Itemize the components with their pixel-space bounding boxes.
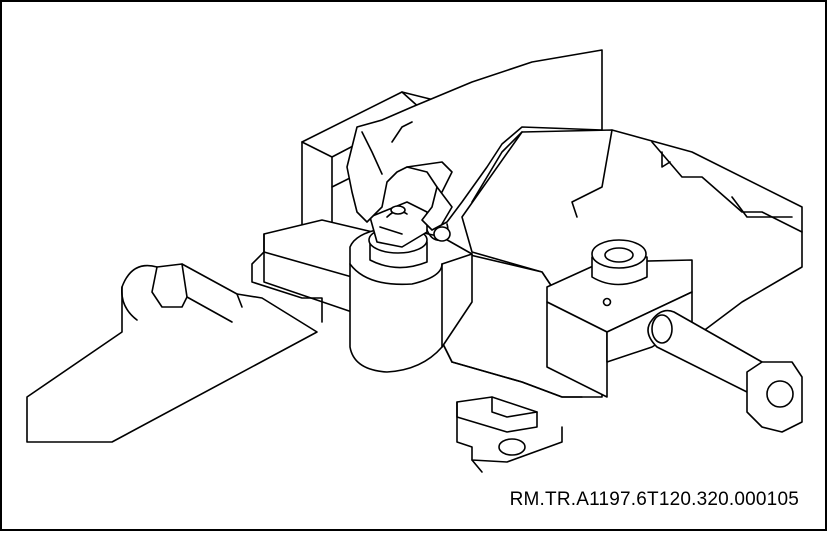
shaft-end-bracket	[746, 361, 803, 433]
connector-clip	[369, 201, 428, 248]
figure-reference-code: RM.TR.A1197.6T120.320.000105	[509, 489, 799, 510]
technician-hand	[346, 49, 603, 242]
left-housing	[26, 263, 318, 443]
cylindrical-boss	[591, 239, 648, 286]
lower-housing	[456, 396, 563, 473]
